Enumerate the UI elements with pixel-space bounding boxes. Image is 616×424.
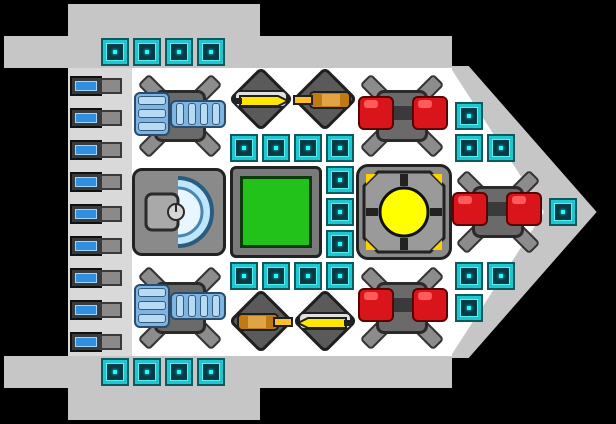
battery-cell [70, 296, 124, 324]
battery-cell [70, 328, 124, 356]
floor-tile[interactable] [326, 262, 354, 290]
floor-tile[interactable] [294, 262, 322, 290]
floor-tile[interactable] [101, 358, 129, 386]
battery-cell [70, 136, 124, 164]
floor-tile[interactable] [230, 262, 258, 290]
battery-cell [70, 168, 124, 196]
red-heavy-laser-icon [358, 282, 450, 332]
floor-tile[interactable] [326, 198, 354, 226]
hull-top-fin [68, 4, 260, 38]
floor-tile[interactable] [197, 358, 225, 386]
oxygen-icon [144, 176, 214, 248]
battery-cell [70, 264, 124, 292]
battery-cell [70, 104, 124, 132]
floor-tile[interactable] [326, 230, 354, 258]
floor-tile[interactable] [262, 134, 290, 162]
floor-tile[interactable] [487, 134, 515, 162]
engines-icon [134, 84, 228, 144]
floor-tile[interactable] [455, 102, 483, 130]
floor-tile[interactable] [326, 134, 354, 162]
floor-tile[interactable] [262, 262, 290, 290]
engines-icon [134, 276, 228, 336]
weapons-icon [293, 91, 351, 109]
battery-cell [70, 72, 124, 100]
weapons-icon [237, 313, 293, 331]
floor-tile[interactable] [294, 134, 322, 162]
hull-top-band [4, 36, 452, 68]
battery-cell [70, 200, 124, 228]
floor-tile[interactable] [455, 262, 483, 290]
floor-tile[interactable] [133, 358, 161, 386]
hull-bottom-band [4, 356, 452, 388]
floor-tile[interactable] [230, 134, 258, 162]
floor-tile[interactable] [487, 262, 515, 290]
weapons-icon [295, 317, 352, 329]
reactor-icon [362, 170, 446, 254]
red-heavy-laser-icon [358, 90, 450, 140]
floor-tile[interactable] [455, 134, 483, 162]
floor-tile[interactable] [101, 38, 129, 66]
weapons-icon [234, 95, 291, 107]
floor-tile[interactable] [165, 38, 193, 66]
red-heavy-laser-icon [452, 186, 544, 236]
floor-tile[interactable] [165, 358, 193, 386]
battery-column [68, 68, 132, 356]
floor-tile[interactable] [133, 38, 161, 66]
floor-tile[interactable] [197, 38, 225, 66]
shields-icon [240, 176, 312, 248]
hull-bottom-fin [68, 388, 260, 420]
floor-tile[interactable] [455, 294, 483, 322]
floor-tile[interactable] [326, 166, 354, 194]
battery-cell [70, 232, 124, 260]
floor-tile[interactable] [549, 198, 577, 226]
